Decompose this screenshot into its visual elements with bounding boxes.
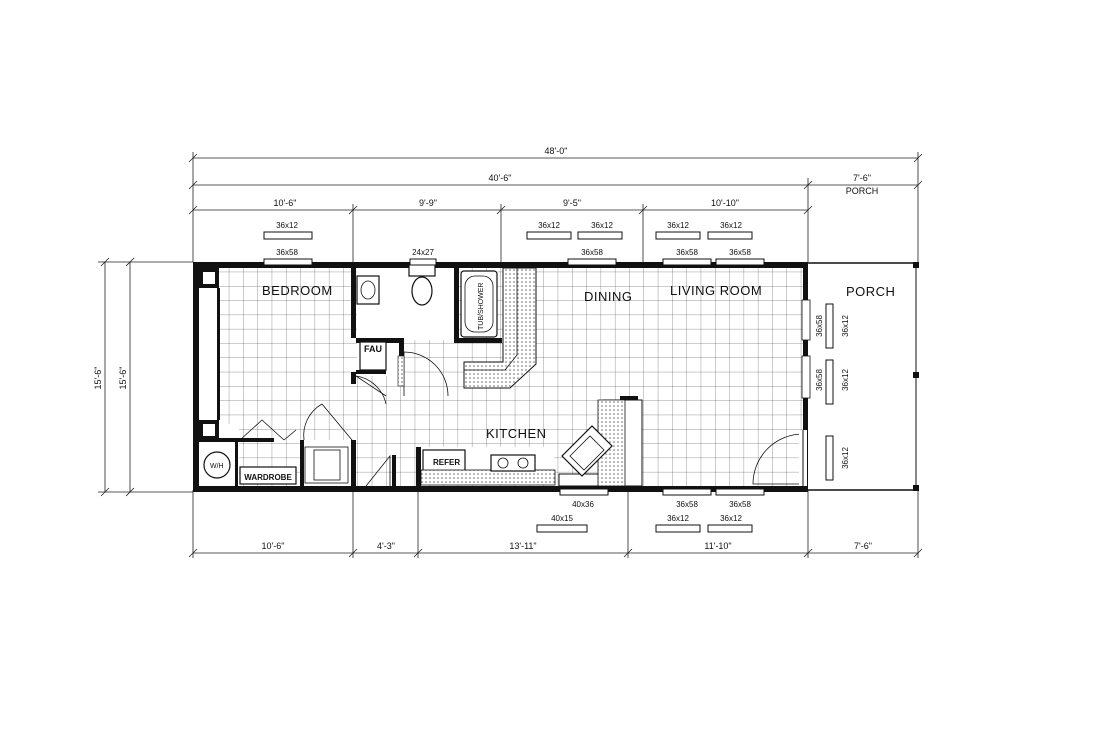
bottom-windows — [536, 488, 765, 533]
window-label-bottom-lower-1: 40x15 — [551, 514, 573, 523]
window-label-porch-upper-1: 36x12 — [841, 315, 850, 337]
window-label-bottom-lower-3: 36x12 — [720, 514, 742, 523]
window-label-top-wall-5: 36x58 — [729, 248, 751, 257]
fau-label: FAU — [364, 344, 382, 354]
left-dimensions: 15'-6" 15'-6" — [93, 257, 193, 497]
window-label-top-upper-3: 36x12 — [591, 221, 613, 230]
room-label-living-room: LIVING ROOM — [670, 283, 762, 298]
bottom-segment-2: 4'-3" — [377, 541, 395, 551]
bottom-segment-1: 10'-6" — [262, 541, 285, 551]
interior-walls — [199, 268, 502, 486]
room-label-bedroom: BEDROOM — [262, 283, 333, 298]
room-label-porch: PORCH — [846, 284, 895, 299]
fixtures — [203, 263, 643, 487]
window-label-top-upper-2: 36x12 — [538, 221, 560, 230]
window-label-bottom-wall-3: 36x58 — [729, 500, 751, 509]
bottom-segment-5: 7'-6" — [854, 541, 872, 551]
depth-outer-label: 15'-6" — [93, 367, 103, 390]
refrigerator-label: REFER — [433, 458, 460, 467]
room-label-dining: DINING — [584, 289, 633, 304]
doors — [239, 299, 811, 487]
top-windows — [263, 231, 765, 266]
porch-width-label: 7'-6" — [853, 173, 871, 183]
window-label-top-wall-2: 24x27 — [412, 248, 434, 257]
window-label-bottom-wall-1: 40x36 — [572, 500, 594, 509]
water-heater-label: W/H — [210, 463, 224, 470]
window-label-bottom-lower-2: 36x12 — [667, 514, 689, 523]
porch-area — [808, 262, 919, 491]
window-label-top-wall-4: 36x58 — [676, 248, 698, 257]
top-dimensions: 48'-0" 40'-6" 7'-6" PORCH 10'-6" 9'-9" 9… — [188, 146, 923, 262]
main-width-label: 40'-6" — [489, 173, 512, 183]
window-label-porch-wall-2: 36x58 — [815, 369, 824, 391]
window-label-top-wall-1: 36x58 — [276, 248, 298, 257]
window-label-bottom-wall-2: 36x58 — [676, 500, 698, 509]
wardrobe-label: WARDROBE — [244, 473, 292, 482]
bottom-segment-4: 11'-10" — [704, 541, 731, 551]
top-segment-4: 10'-10" — [711, 198, 739, 208]
window-label-porch-wall-1: 36x58 — [815, 315, 824, 337]
top-segment-3: 9'-5" — [563, 198, 581, 208]
tub-shower-label: TUB/SHOWER — [478, 283, 485, 330]
porch-dimension-caption: PORCH — [846, 186, 879, 196]
top-segment-2: 9'-9" — [419, 198, 437, 208]
depth-inner-label: 15'-6" — [118, 367, 128, 390]
window-label-top-upper-1: 36x12 — [276, 221, 298, 230]
window-label-porch-upper-3: 36x12 — [841, 447, 850, 469]
overall-width-label: 48'-0" — [545, 146, 568, 156]
window-label-porch-upper-2: 36x12 — [841, 369, 850, 391]
bottom-segment-3: 13'-11" — [509, 541, 536, 551]
window-label-top-upper-4: 36x12 — [667, 221, 689, 230]
porch-windows — [825, 303, 834, 481]
window-label-top-wall-3: 36x58 — [581, 248, 603, 257]
room-label-kitchen: KITCHEN — [486, 426, 547, 441]
top-segment-1: 10'-6" — [274, 198, 297, 208]
bottom-dimensions: 10'-6" 4'-3" 13'-11" 11'-10" 7'-6" — [188, 490, 923, 558]
window-label-top-upper-5: 36x12 — [720, 221, 742, 230]
